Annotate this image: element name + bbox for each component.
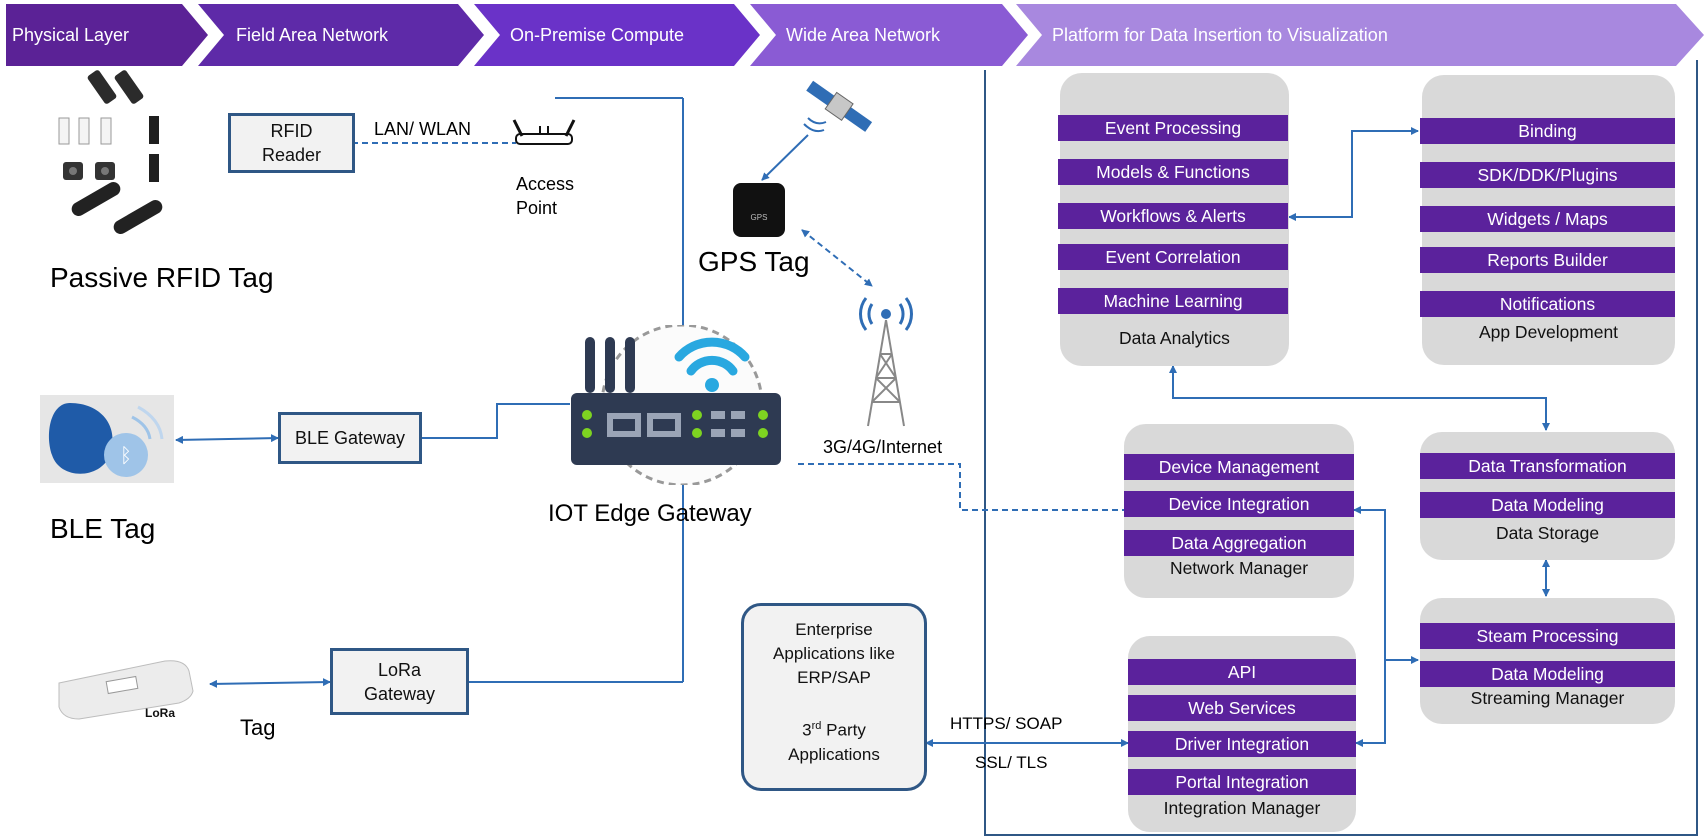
integration-manager-title: Integration Manager [1163, 798, 1321, 818]
network-manager-title: Network Manager [1169, 558, 1309, 578]
gps-tag-image: GPS [733, 183, 785, 237]
lora-tag-label: Tag [240, 715, 276, 740]
access-point-label: Access Point [516, 172, 574, 220]
lora-logo-text: LoRa [145, 706, 175, 720]
rfid-tags-image [58, 70, 163, 234]
panel-item-api: API [1128, 659, 1356, 685]
app-development-title: App Development [1478, 322, 1619, 342]
ble-gateway-link [422, 403, 570, 439]
cell-tower-icon [859, 297, 913, 427]
ble-gateway-box: BLE Gateway [278, 412, 422, 464]
panel-item-sdk-plugins: SDK/DDK/Plugins [1420, 162, 1675, 188]
iot-edge-gateway-label: IOT Edge Gateway [548, 500, 752, 527]
ble-tag-label: BLE Tag [50, 513, 156, 544]
panel-item-machine-learning: Machine Learning [1058, 288, 1288, 314]
stage-label: On-Premise Compute [510, 24, 685, 45]
stage-label: Wide Area Network [786, 24, 941, 45]
panel-item-device-integration: Device Integration [1124, 491, 1354, 517]
rfid-reader-box: RFID Reader [228, 113, 355, 173]
panel-item-steam-processing: Steam Processing [1420, 623, 1675, 649]
third-party-word: Party [821, 720, 866, 740]
passive-rfid-tag-label: Passive RFID Tag [50, 262, 274, 293]
gps-tower-link [801, 229, 873, 287]
panel-item-notifications: Notifications [1420, 291, 1675, 317]
panel-item-data-modeling: Data Modeling [1420, 661, 1675, 687]
stage-field-area-network: Field Area Network [198, 4, 484, 66]
panel-item-binding: Binding [1420, 118, 1675, 144]
analytics-storage-arrow [1169, 365, 1550, 431]
panel-item-driver-integration: Driver Integration [1128, 731, 1356, 757]
panel-item-widgets-maps: Widgets / Maps [1420, 206, 1675, 232]
cellular-link [798, 463, 1124, 511]
panel-item-workflows-alerts: Workflows & Alerts [1058, 203, 1288, 229]
streaming-manager-title: Streaming Manager [1470, 688, 1625, 708]
lora-tag-arrow [209, 678, 331, 688]
https-soap-label: HTTPS/ SOAP [950, 714, 1063, 733]
ble-gateway-label: BLE Gateway [294, 428, 406, 448]
access-point-line: Point [516, 198, 558, 218]
enterprise-line: ERP/SAP [797, 668, 871, 687]
stage-physical-layer: Physical Layer [6, 4, 208, 66]
panel-item-data-aggregation: Data Aggregation [1124, 530, 1354, 556]
stage-platform: Platform for Data Insertion to Visualiza… [1016, 4, 1704, 66]
enterprise-line: Applications like [773, 644, 895, 663]
platform-container [984, 60, 1698, 836]
lora-tag-image: LoRa [58, 660, 194, 720]
ssl-tls-label: SSL/ TLS [975, 753, 1048, 772]
satellite-icon [803, 80, 873, 133]
data-analytics-title: Data Analytics [1119, 328, 1230, 348]
panel-item-portal-integration: Portal Integration [1128, 769, 1356, 795]
panel-item-models-functions: Models & Functions [1058, 159, 1288, 185]
panel-item-reports-builder: Reports Builder [1420, 247, 1675, 273]
stage-on-premise-compute: On-Premise Compute [474, 4, 760, 66]
lora-gateway-line: LoRa [377, 659, 422, 680]
third-party-suffix: rd [811, 720, 822, 732]
rfid-reader-line: Reader [261, 145, 322, 165]
stage-label: Field Area Network [236, 24, 389, 45]
enterprise-line: Applications [788, 744, 880, 764]
panel-item-web-services: Web Services [1128, 695, 1356, 721]
gps-tag-label: GPS Tag [698, 246, 810, 277]
access-point-icon [512, 119, 576, 145]
svg-text:ᛒ: ᛒ [120, 443, 132, 467]
cellular-label: 3G/4G/Internet [823, 437, 943, 457]
rfid-reader-line: RFID [270, 121, 313, 141]
enterprise-line: Enterprise [795, 620, 873, 639]
lora-gateway-line: Gateway [363, 683, 436, 704]
panel-item-event-processing: Event Processing [1058, 115, 1288, 141]
panel-item-data-modeling: Data Modeling [1420, 492, 1675, 518]
stage-label: Physical Layer [12, 24, 130, 45]
lan-wlan-label: LAN/ WLAN [374, 119, 472, 139]
stage-label: Platform for Data Insertion to Visualiza… [1052, 24, 1388, 45]
data-storage-title: Data Storage [1495, 523, 1600, 543]
stage-wide-area-network: Wide Area Network [750, 4, 1028, 66]
third-party-number: 3 [802, 720, 812, 740]
panel-item-device-management: Device Management [1124, 454, 1354, 480]
third-party-line: 3rd Party [744, 714, 924, 743]
iot-edge-gateway-image [571, 325, 781, 485]
ble-tag-arrow [175, 434, 279, 444]
lora-gateway-box: LoRa Gateway [330, 648, 469, 715]
panel-item-data-transformation: Data Transformation [1420, 453, 1675, 479]
integration-bus [1353, 506, 1386, 747]
analytics-appdev-arrow [1288, 127, 1419, 221]
panel-item-event-correlation: Event Correlation [1058, 244, 1288, 270]
gps-device-text: GPS [751, 213, 768, 222]
access-point-line: Access [516, 174, 575, 194]
ble-tag-image: ᛒ [40, 395, 174, 483]
satellite-gps-link [761, 134, 809, 181]
enterprise-applications-box: Enterprise Applications like ERP/SAP 3rd… [741, 603, 927, 791]
